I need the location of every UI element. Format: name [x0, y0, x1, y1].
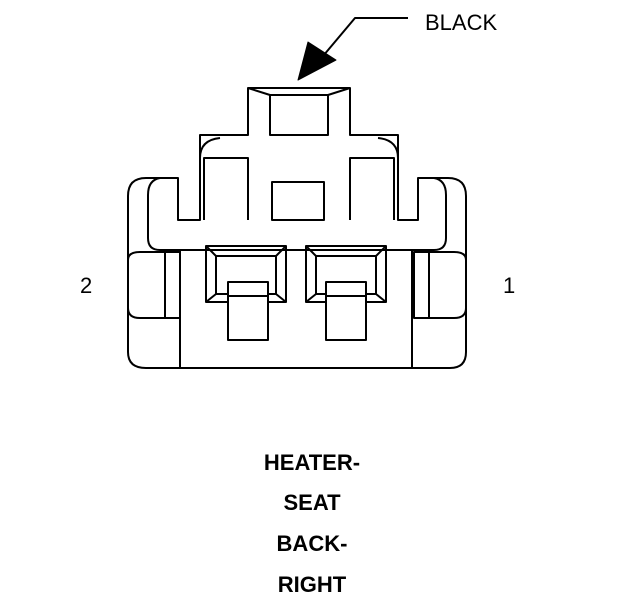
- connector-name-line: BACK-: [276, 531, 348, 556]
- pin-1-label: 1: [503, 273, 516, 298]
- connector-body: [127, 87, 467, 369]
- connector-name-line: HEATER-: [263, 450, 361, 475]
- side-tab-left: [127, 251, 181, 319]
- pin-2-label: 2: [80, 273, 93, 298]
- latch: [247, 87, 351, 136]
- terminal-cavity-2: [205, 245, 287, 341]
- left-shoulder: [199, 137, 249, 220]
- key-window: [271, 181, 325, 221]
- connector-name-line: SEAT: [283, 490, 341, 515]
- leader-arrow: [297, 17, 408, 81]
- wire-color-label: BLACK: [425, 10, 498, 35]
- right-shoulder: [349, 137, 399, 220]
- side-tab-right: [413, 251, 467, 319]
- terminal-cavity-1: [305, 245, 387, 341]
- connector-name-line: RIGHT: [277, 572, 347, 597]
